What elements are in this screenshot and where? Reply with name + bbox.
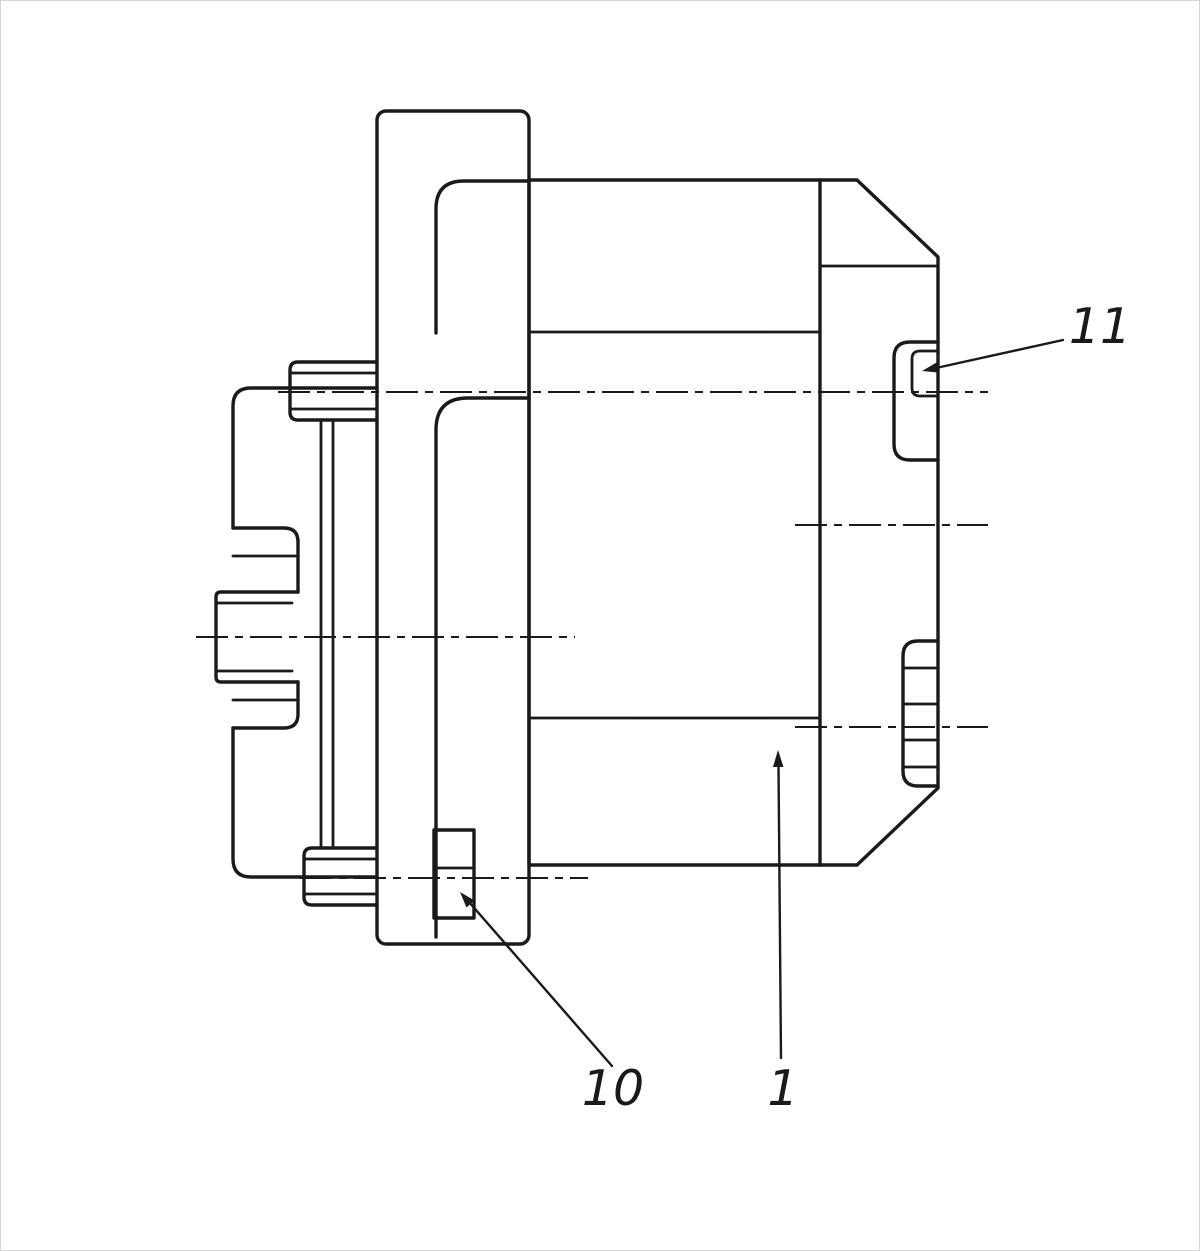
port-11-inner-outline [910,349,940,398]
port-11-outline [892,340,940,462]
ribbed-fitting-outline [901,639,940,788]
leader-line-11 [934,338,1065,370]
leader-arrow-10 [460,892,475,908]
flange-bore-upper-profile [434,179,531,335]
rear-cover [818,178,940,867]
key-block-10 [432,828,476,920]
callout-label-11: 11 [1069,298,1131,355]
centerlines [196,390,988,880]
callout-label-10: 10 [582,1060,644,1117]
pump-body [527,178,822,867]
rear-cover-outline [818,178,940,867]
callout-label-1: 1 [767,1060,798,1117]
flange-outline [375,109,531,946]
bearing-housing-upper-outline [231,386,379,530]
bolt-bottom-outline [302,846,379,907]
bearing-housing [231,386,379,879]
ribbed-fitting [901,639,940,788]
port-plug-11 [892,340,940,462]
leader-line-10 [467,900,614,1068]
body-outline [527,178,822,867]
mounting-flange [375,109,531,946]
callout-leaders [460,338,1065,1068]
leader-line-1 [777,764,783,1060]
leader-arrow-1 [773,750,784,767]
leader-arrow-11 [922,362,939,373]
key-block-outline [432,828,476,920]
bolt-bottom [302,846,379,907]
gasket-plate [319,418,335,850]
flange-bore-lower-profile [434,396,531,939]
callout-labels: 11 10 1 [582,298,1131,1117]
bearing-housing-lower-outline [231,726,379,879]
hub-upper-outline [231,526,300,594]
hub-lower-outline [231,680,300,730]
